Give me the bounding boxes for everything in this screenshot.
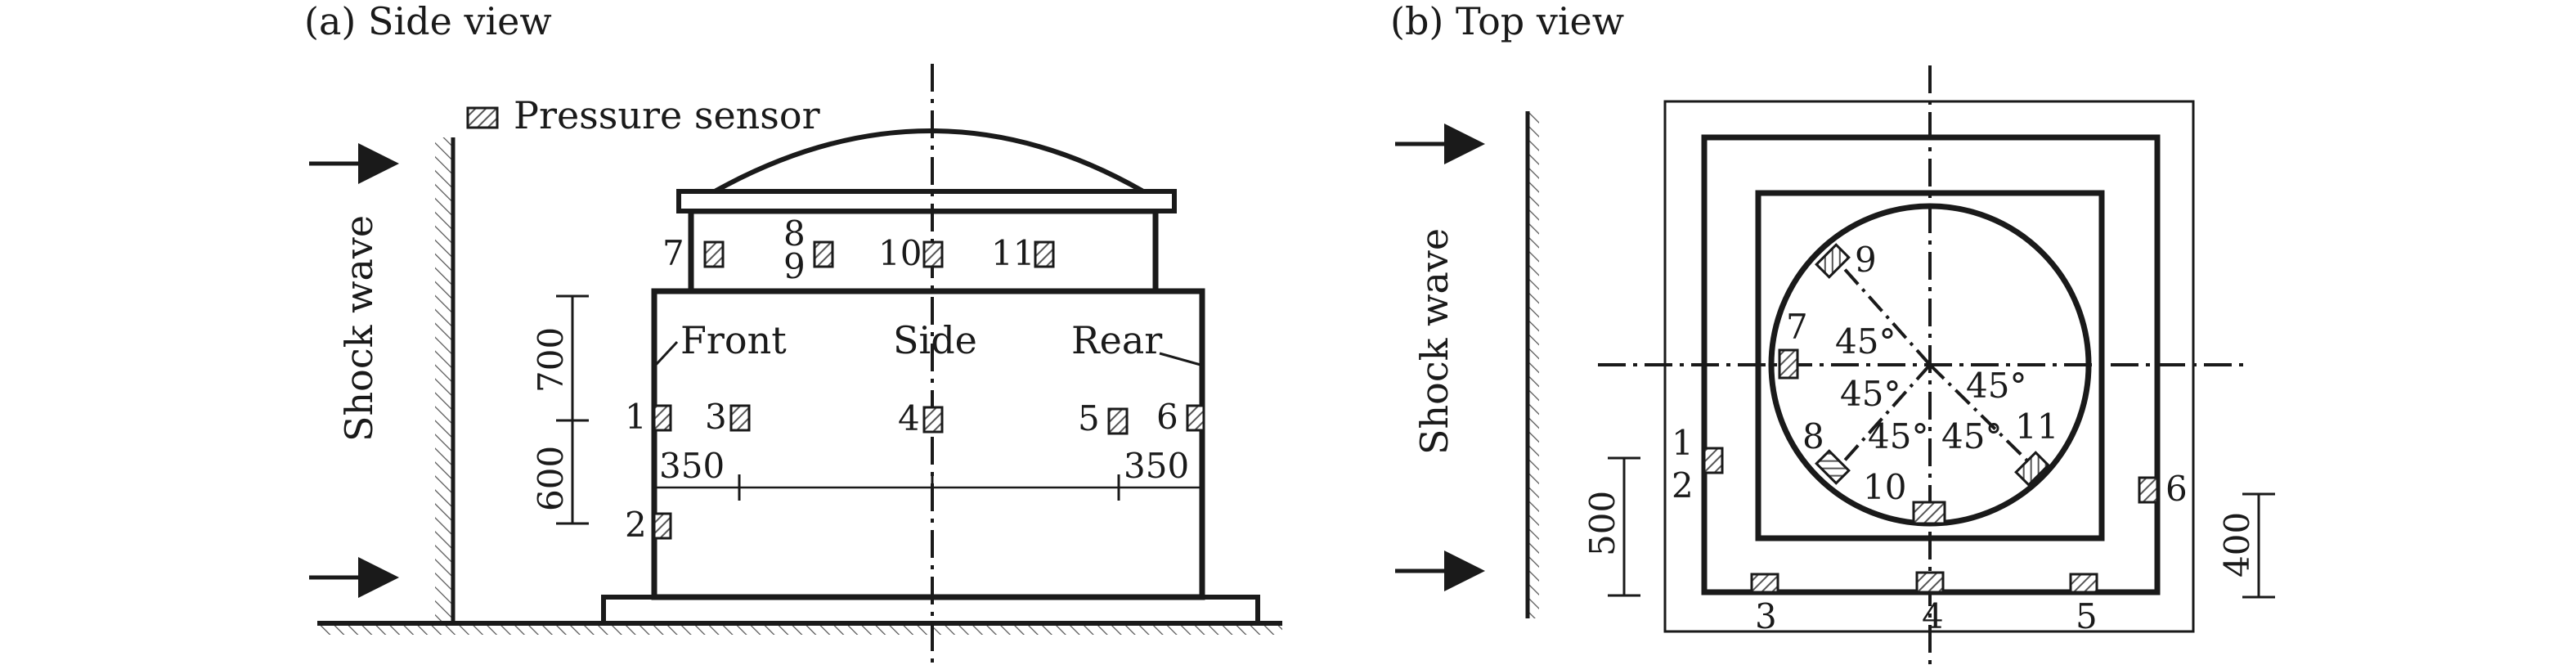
top-sensors: 1 2 3 4 5 6 7 8 9 10 11 <box>1672 240 2188 636</box>
legend-label: Pressure sensor <box>514 93 820 137</box>
side-dimensions: 700 600 350 350 <box>531 294 1202 525</box>
angle-label-left: 45° <box>1840 374 1901 414</box>
diagonal-to-9 <box>1833 257 1932 366</box>
top-wall-hatching <box>1528 111 1539 618</box>
side-sensor-5-label: 5 <box>1078 398 1100 438</box>
top-sensor-7 <box>1778 348 1799 380</box>
top-sensor-6-label: 6 <box>2165 469 2188 509</box>
dome <box>713 128 1145 194</box>
top-sensor-8 <box>1815 449 1851 485</box>
front-label: Front <box>680 318 787 362</box>
top-sensor-10-label: 10 <box>1863 467 1906 507</box>
roof-slab <box>676 189 1177 213</box>
dim-600-label: 600 <box>531 446 571 511</box>
top-sensor-4 <box>1915 571 1945 594</box>
side-wall-hatching <box>435 137 453 622</box>
front-leader <box>654 340 679 366</box>
side-sensor-6 <box>1186 404 1205 432</box>
top-shock-wave: Shock wave <box>1395 124 1485 591</box>
top-shock-wave-label: Shock wave <box>1412 228 1456 455</box>
side-sensor-1-label: 1 <box>625 397 647 437</box>
side-sensor-4-label: 4 <box>898 398 920 438</box>
side-sensor-9-label: 9 <box>783 246 806 286</box>
side-sensor-3-label: 3 <box>705 397 727 437</box>
top-sensor-5 <box>2069 573 2098 594</box>
side-sensor-11 <box>1034 240 1055 268</box>
top-sensor-4-label: 4 <box>1922 596 1944 636</box>
side-sensor-4 <box>922 406 944 434</box>
legend-sensor-swatch <box>466 106 499 129</box>
dim-500-label: 500 <box>1582 491 1622 556</box>
side-sensor-2-label: 2 <box>625 505 647 545</box>
angle-label-lower-left: 45° <box>1868 416 1928 456</box>
angle-label-right: 45° <box>1966 366 2026 406</box>
side-structure <box>601 128 1260 626</box>
top-sensor-8-label: 8 <box>1802 416 1824 456</box>
side-sensor-11-label: 11 <box>991 233 1034 273</box>
top-sensor-10 <box>1912 501 1946 525</box>
top-view-panel: (b) Top view Shock wave 45° 45° 45° 45° … <box>1390 0 2275 665</box>
rear-leader <box>1159 352 1201 366</box>
top-sensor-9 <box>1815 243 1851 279</box>
side-shock-wave: Shock wave <box>309 143 399 598</box>
top-sensor-5-label: 5 <box>2076 596 2098 636</box>
top-sensor-3 <box>1750 573 1779 594</box>
side-label: Side <box>893 318 977 362</box>
top-sensor-11 <box>2014 451 2050 487</box>
side-sensor-10 <box>922 240 944 268</box>
side-sensor-6-label: 6 <box>1156 397 1178 437</box>
dim-350-left-label: 350 <box>659 446 725 486</box>
top-sensor-7-label: 7 <box>1786 307 1808 347</box>
diagonal-to-11 <box>1928 363 2040 473</box>
top-view-caption: (b) Top view <box>1390 0 1624 43</box>
side-view-caption: (a) Side view <box>304 0 552 43</box>
dim-350-right-label: 350 <box>1124 446 1189 486</box>
side-sensor-5 <box>1107 407 1129 435</box>
side-sensor-10-label: 10 <box>878 233 922 273</box>
dim-400-label: 400 <box>2217 512 2257 577</box>
legend: Pressure sensor <box>466 93 820 137</box>
dim-700-label: 700 <box>531 327 571 393</box>
side-shock-wave-label: Shock wave <box>337 215 381 442</box>
side-view-panel: (a) Side view Pressure sensor Shock wave <box>304 0 1282 665</box>
side-sensors: 1 2 3 4 5 6 7 8 9 10 11 <box>625 213 1205 545</box>
top-sensor-11-label: 11 <box>2015 407 2058 447</box>
angle-label-upper-left: 45° <box>1835 321 1896 362</box>
side-sensor-8-label: 8 <box>783 213 806 254</box>
side-sensor-2 <box>653 512 672 540</box>
top-sensor-3-label: 3 <box>1755 596 1777 636</box>
top-sensor-9-label: 9 <box>1855 240 1877 280</box>
side-sensor-7-label: 7 <box>662 233 684 273</box>
top-sensor-6 <box>2138 476 2159 504</box>
top-sensor-1-label: 1 <box>1672 423 1694 463</box>
side-sensor-1 <box>653 404 672 432</box>
side-sensor-7 <box>703 240 725 268</box>
side-sensor-9 <box>813 240 834 268</box>
ground-hatching <box>317 623 1282 635</box>
diagonal-to-8 <box>1833 363 1932 473</box>
angle-label-lower-right: 45° <box>1941 416 2002 456</box>
rear-label: Rear <box>1071 318 1162 362</box>
top-sensor-2-label: 2 <box>1672 465 1694 505</box>
side-sensor-3 <box>729 404 751 432</box>
top-sensor-1-2 <box>1703 447 1724 474</box>
